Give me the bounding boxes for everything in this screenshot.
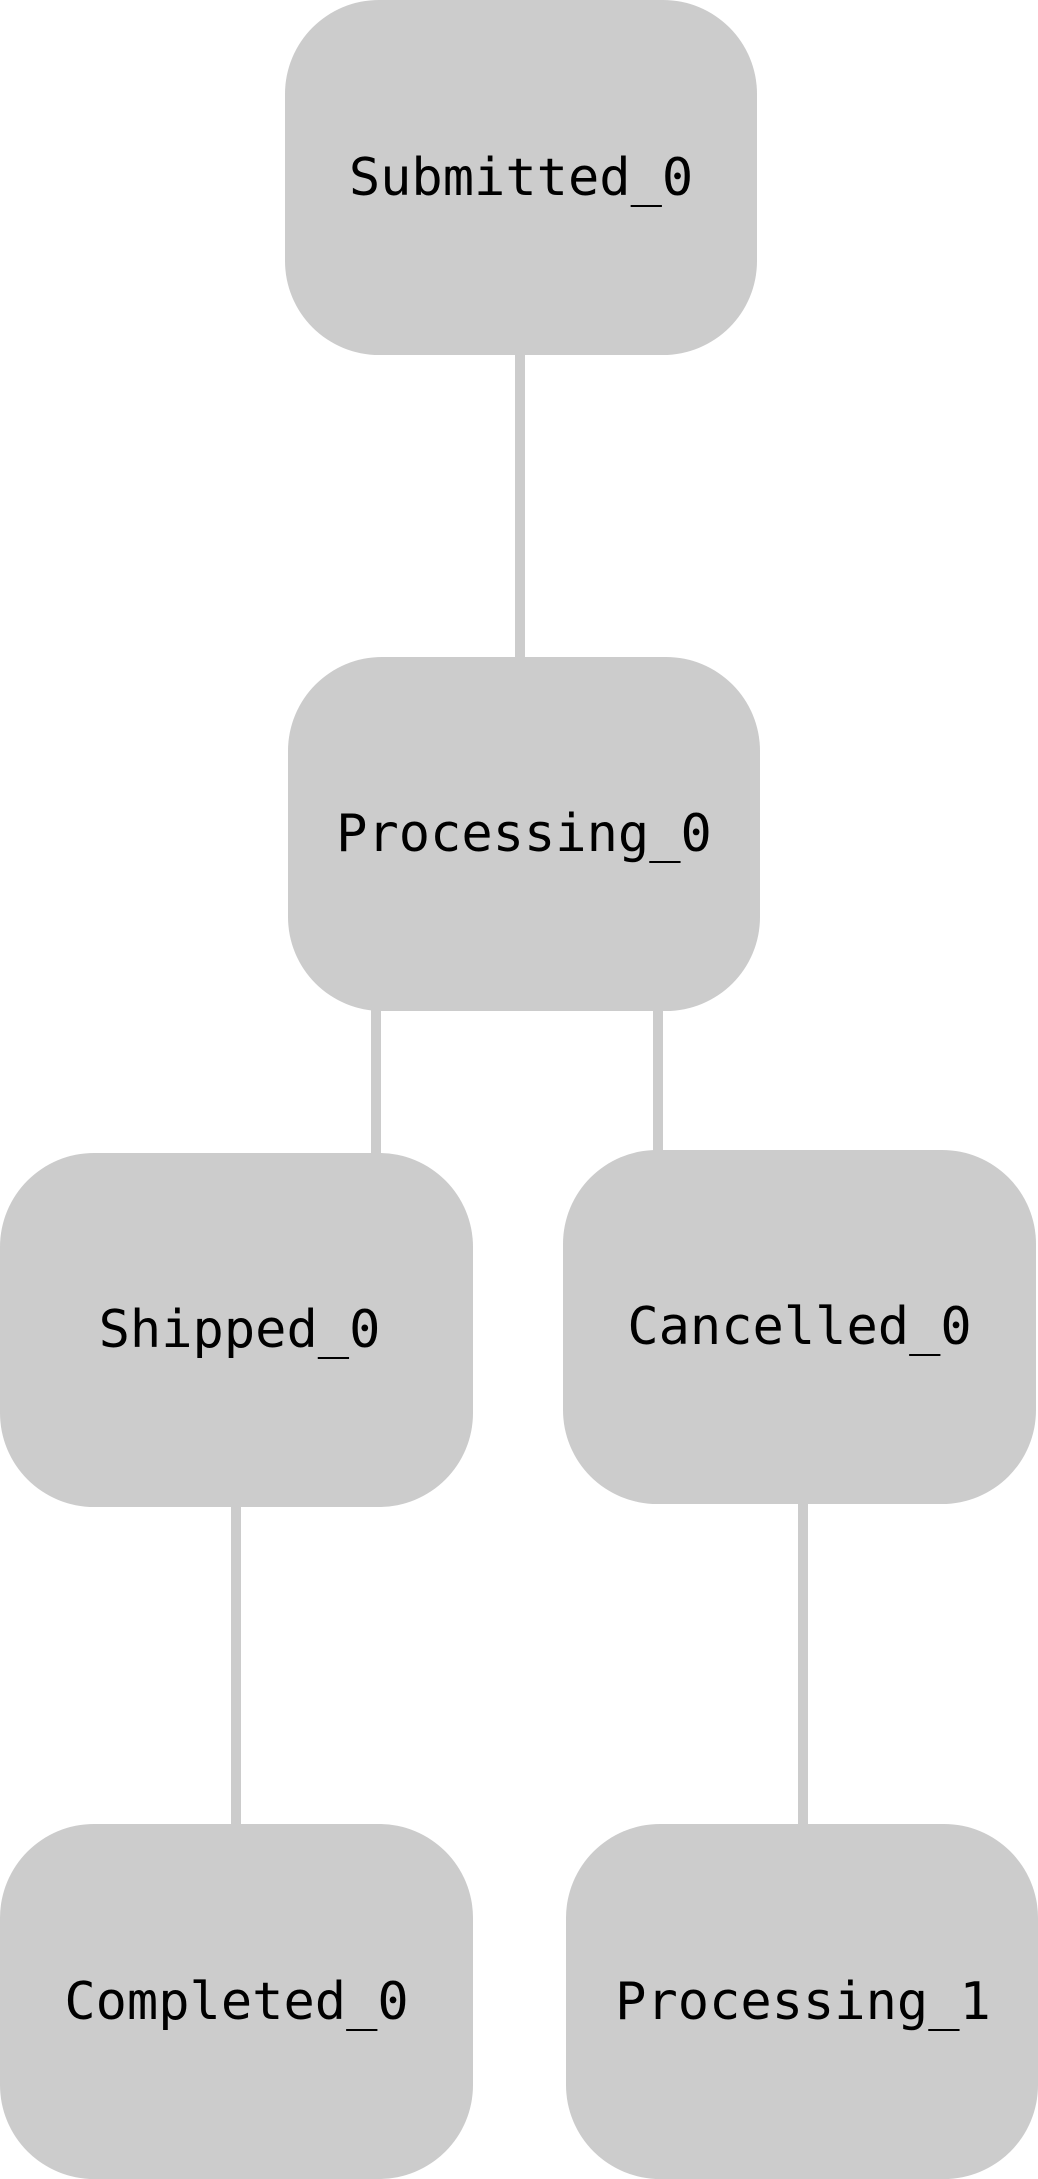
node-label: Shipped_0 — [98, 1300, 381, 1360]
edge-processing-0-to-shipped-0 — [371, 1008, 381, 1158]
node-shipped-0: Shipped_0 — [0, 1153, 473, 1507]
node-label: Processing_1 — [615, 1971, 991, 2032]
node-label: Processing_0 — [336, 804, 712, 864]
node-label: Cancelled_0 — [627, 1297, 972, 1357]
edge-shipped-0-to-completed-0 — [231, 1502, 241, 1826]
node-processing-0: Processing_0 — [288, 657, 760, 1011]
node-completed-0: Completed_0 — [0, 1824, 473, 2179]
node-label: Submitted_0 — [348, 147, 694, 208]
node-label: Completed_0 — [64, 1971, 409, 2032]
edge-cancelled-0-to-processing-1 — [798, 1500, 808, 1826]
node-processing-1: Processing_1 — [566, 1824, 1038, 2179]
node-cancelled-0: Cancelled_0 — [563, 1150, 1036, 1504]
edge-submitted-0-to-processing-0 — [515, 352, 525, 660]
edge-processing-0-to-cancelled-0 — [653, 1008, 663, 1156]
node-submitted-0: Submitted_0 — [285, 0, 757, 355]
